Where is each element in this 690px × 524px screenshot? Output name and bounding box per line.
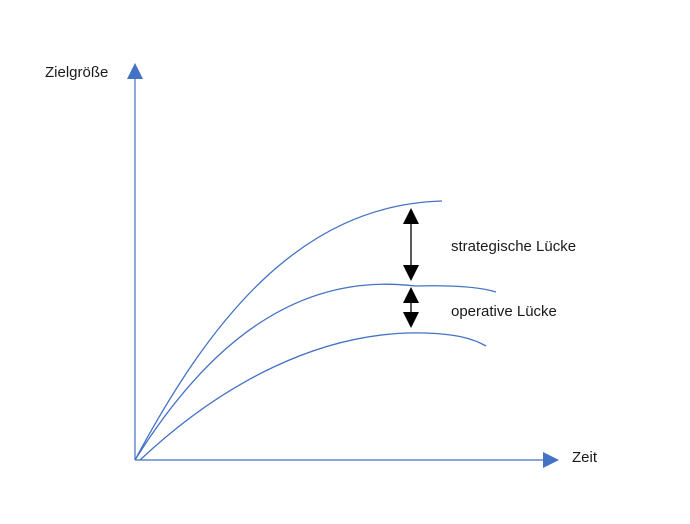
y-axis-arrowhead xyxy=(127,63,143,79)
operative-gap-label: operative Lücke xyxy=(451,303,557,320)
strategic-gap-label: strategische Lücke xyxy=(451,238,577,255)
operative-gap-arrow-top xyxy=(403,287,419,303)
lower-curve xyxy=(139,332,487,461)
operative-gap-arrow-bottom xyxy=(403,312,419,328)
upper-curve xyxy=(134,200,443,461)
x-axis-label: Zeit xyxy=(572,449,598,466)
middle-curve xyxy=(134,283,497,461)
strategic-gap-arrow-top xyxy=(403,208,419,224)
x-axis-arrowhead xyxy=(543,452,559,468)
y-axis-label: Zielgröße xyxy=(45,64,109,81)
strategic-gap-arrow-bottom xyxy=(403,265,419,281)
